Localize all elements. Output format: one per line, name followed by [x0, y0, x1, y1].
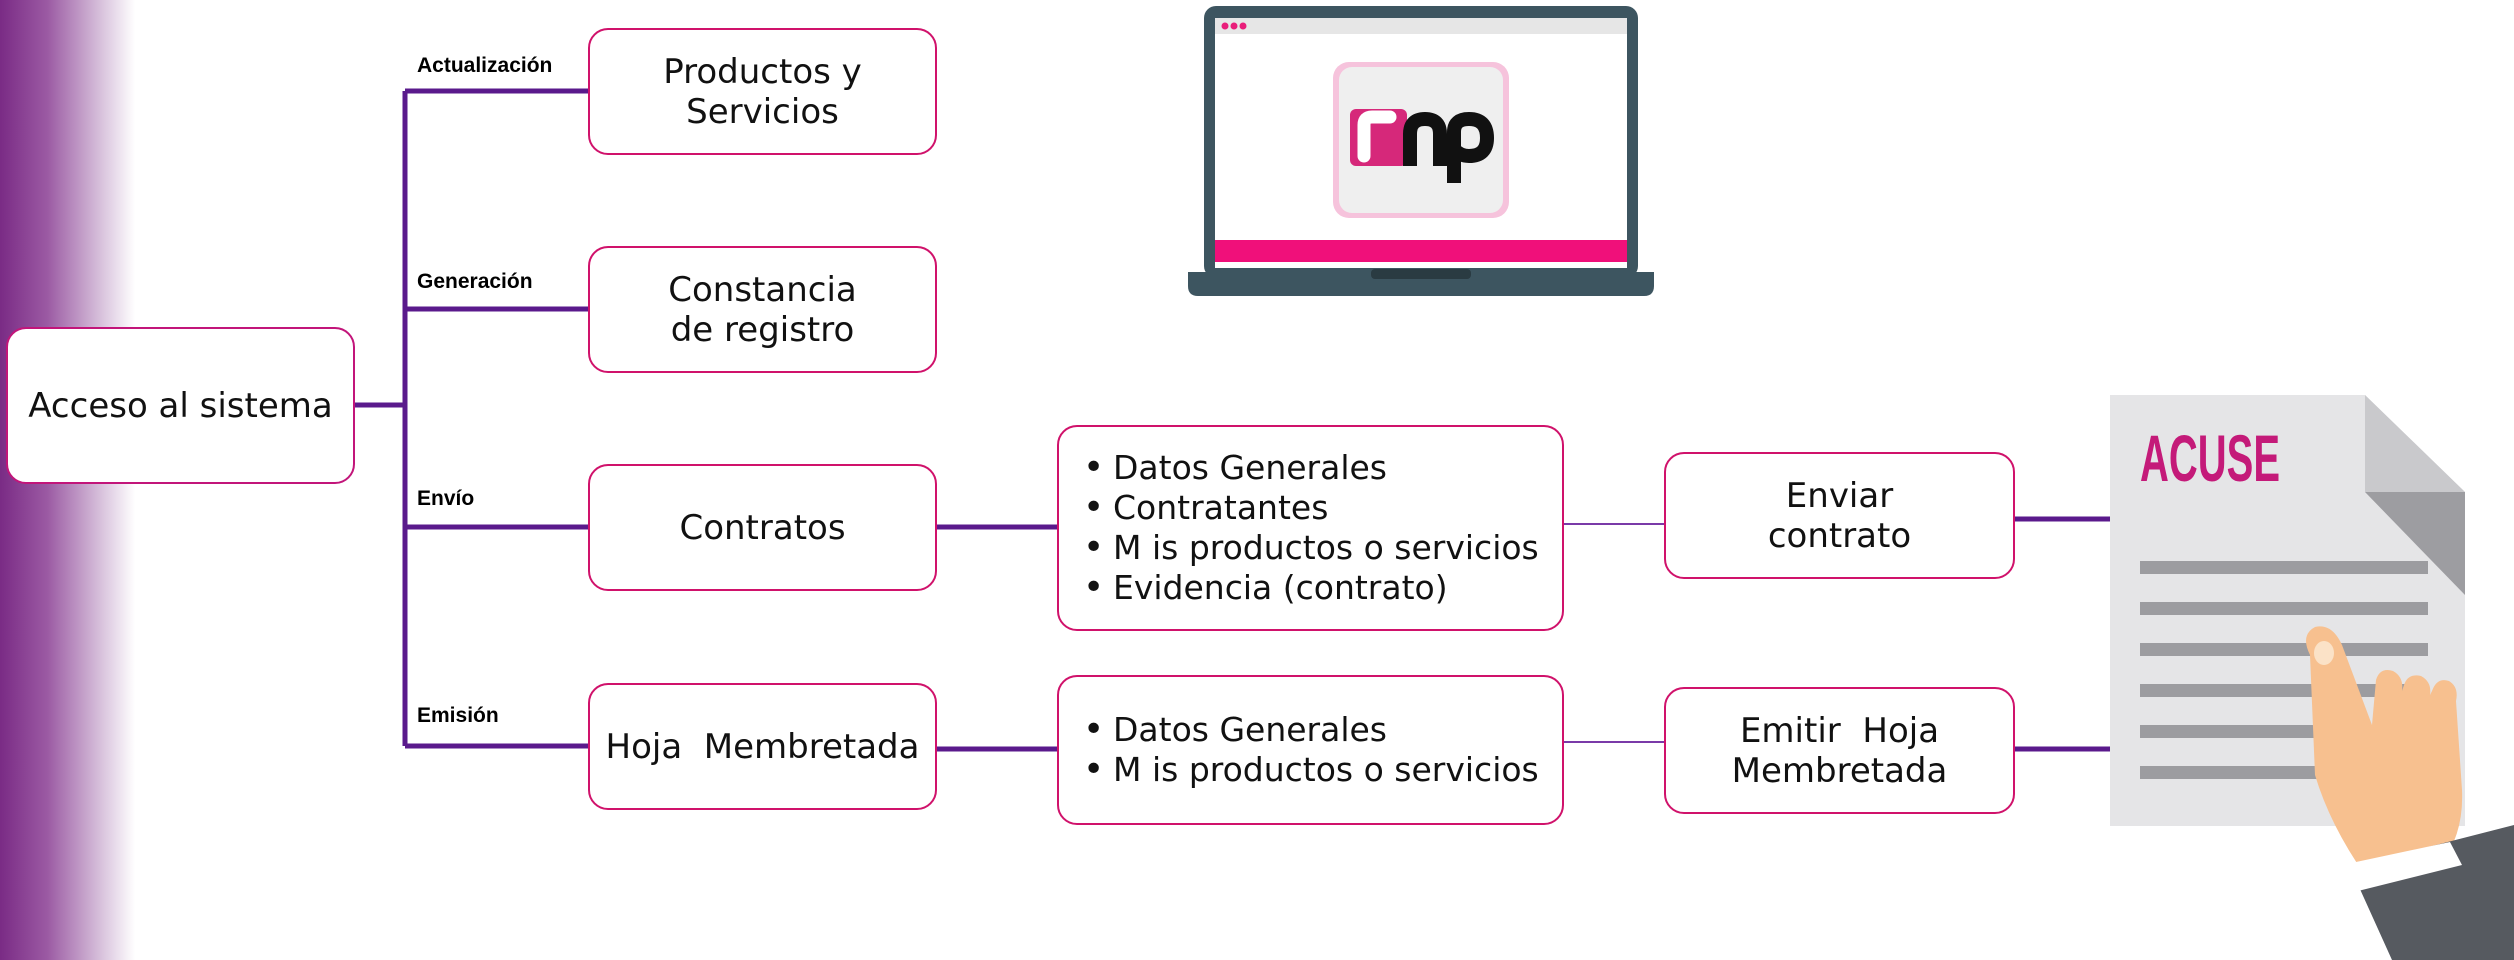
list-item: Contratantes — [1083, 488, 1539, 528]
list-item: M is productos o servicios — [1083, 528, 1539, 568]
emitir-hoja-label: Emitir Hoja Membretada — [1731, 710, 1950, 791]
productos-servicios-label: Productos y Servicios — [663, 51, 862, 132]
contratos-details-box: Datos Generales Contratantes M is produc… — [1057, 425, 1564, 631]
hoja-membretada-node: Hoja Membretada — [588, 683, 937, 810]
branch-tag-emision: Emisión — [417, 704, 499, 727]
hoja-details-list: Datos Generales M is productos o servici… — [1083, 710, 1539, 790]
emitir-hoja-node: Emitir Hoja Membretada — [1664, 687, 2015, 814]
list-item: Datos Generales — [1083, 448, 1539, 488]
list-item: M is productos o servicios — [1083, 750, 1539, 790]
laptop-illustration — [1188, 6, 1654, 296]
list-item: Datos Generales — [1083, 710, 1539, 750]
branch-tag-actualizacion: Actualización — [417, 54, 553, 77]
branch-tag-generacion: Generación — [417, 270, 533, 293]
enviar-contrato-node: Enviar contrato — [1664, 452, 2015, 579]
enviar-contrato-label: Enviar contrato — [1767, 475, 1912, 556]
hoja-details-box: Datos Generales M is productos o servici… — [1057, 675, 1564, 825]
productos-servicios-node: Productos y Servicios — [588, 28, 937, 155]
root-node: Acceso al sistema — [6, 327, 355, 484]
constancia-node: Constancia de registro — [588, 246, 937, 373]
pointing-hand-icon — [2306, 626, 2514, 960]
hoja-membretada-label: Hoja Membretada — [605, 726, 920, 767]
list-item: Evidencia (contrato) — [1083, 568, 1539, 608]
contratos-label: Contratos — [679, 507, 846, 548]
contratos-details-list: Datos Generales Contratantes M is produc… — [1083, 448, 1539, 608]
branch-tag-envio: Envío — [417, 487, 475, 510]
acuse-document-illustration: ACUSE — [2110, 395, 2514, 960]
rnp-logo-icon — [1350, 109, 1495, 183]
constancia-label: Constancia de registro — [668, 269, 857, 350]
contratos-node: Contratos — [588, 464, 937, 591]
acuse-title: ACUSE — [2140, 421, 2280, 495]
root-label: Acceso al sistema — [28, 385, 333, 426]
